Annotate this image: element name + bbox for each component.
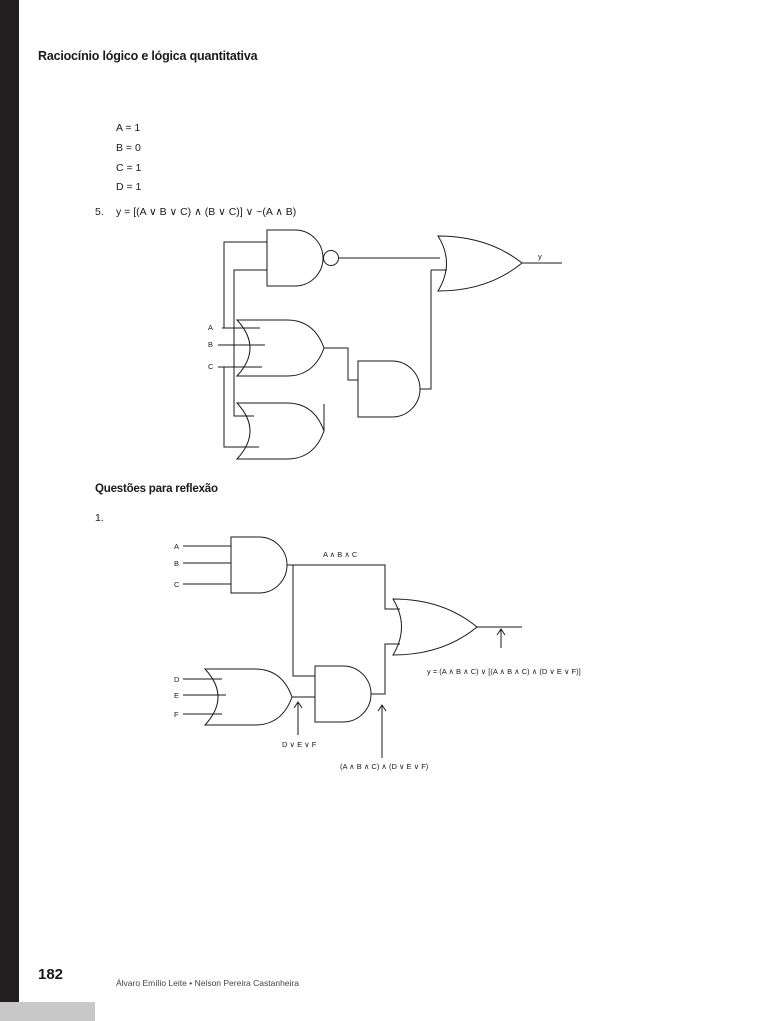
output-or-gate xyxy=(437,235,523,292)
and-gate-final xyxy=(314,665,372,723)
variable-a-value: A = 1 xyxy=(116,122,141,134)
running-header: Raciocínio lógico e lógica quantitativa xyxy=(38,49,258,63)
variable-d-value: D = 1 xyxy=(116,181,142,194)
arrow-output xyxy=(496,628,506,648)
circuit-1-label-y: y xyxy=(538,252,542,261)
bus-c xyxy=(223,367,259,448)
circuit-2-label-e: E xyxy=(174,691,179,700)
nand-gate-body xyxy=(266,229,324,287)
circuit-2-label-a: A xyxy=(174,542,179,551)
and-gate xyxy=(357,360,421,418)
and-abc-label: A ∧ B ∧ C xyxy=(323,550,358,559)
circuit-2-label-b: B xyxy=(174,559,179,568)
question-1-number: 1. xyxy=(95,512,104,524)
circuit-1-label-c: C xyxy=(208,362,214,371)
and2-label: (A ∧ B ∧ C) ∧ (D ∨ E ∨ F) xyxy=(340,762,429,771)
or-abc-to-and xyxy=(324,347,358,381)
circuit-2: A B C D E F A ∧ B ∧ C D ∨ E ∨ F (A ∧ B ∧… xyxy=(174,536,581,771)
or-gate-bc xyxy=(235,402,325,460)
circuit-1: A B C y xyxy=(208,229,562,460)
circuit-2-label-c: C xyxy=(174,580,180,589)
page-bottom-strip xyxy=(0,1002,95,1021)
question-5-number: 5. xyxy=(95,206,104,218)
nand-bubble xyxy=(323,250,339,266)
question-5: 5. y = [(A ∨ B ∨ C) ∧ (B ∨ C)] ∨ ~(A ∧ B) xyxy=(95,206,296,218)
footer-authors: Álvaro Emílio Leite • Nelson Pereira Cas… xyxy=(116,978,299,988)
section-title: Questões para reflexão xyxy=(95,483,218,495)
variable-values: A = 1 B = 0 C = 1 D = 1 xyxy=(116,119,141,198)
circuit-1-label-a: A xyxy=(208,323,213,332)
and-gate-abc xyxy=(230,536,288,594)
variable-b-value: B = 0 xyxy=(116,141,141,154)
bus-b xyxy=(233,269,267,417)
circuit-1-label-b: B xyxy=(208,340,213,349)
page-number: 182 xyxy=(38,966,64,983)
or-gate-abc xyxy=(235,319,325,377)
and-abc-to-and2 xyxy=(292,565,315,677)
question-5-expression: y = [(A ∨ B ∨ C) ∧ (B ∨ C)] ∨ ~(A ∧ B) xyxy=(116,206,297,218)
and-abc-output-wire xyxy=(287,564,400,610)
and2-to-or xyxy=(371,643,400,695)
circuit-2-label-d: D xyxy=(174,675,180,684)
and-to-or-wire xyxy=(420,270,432,390)
output-expression-label: y = (A ∧ B ∧ C) ∨ [(A ∧ B ∧ C) ∧ (D ∨ E … xyxy=(427,667,581,676)
variable-c-value: C = 1 xyxy=(116,161,142,174)
arrow-and2 xyxy=(377,704,387,758)
page-side-bar xyxy=(0,0,19,1002)
bus-a xyxy=(223,241,267,328)
or-def-label: D ∨ E ∨ F xyxy=(282,740,317,749)
arrow-or1 xyxy=(293,701,303,735)
or-gate-def xyxy=(203,668,293,726)
circuit-2-label-f: F xyxy=(174,710,179,719)
or-gate-output xyxy=(392,598,478,656)
